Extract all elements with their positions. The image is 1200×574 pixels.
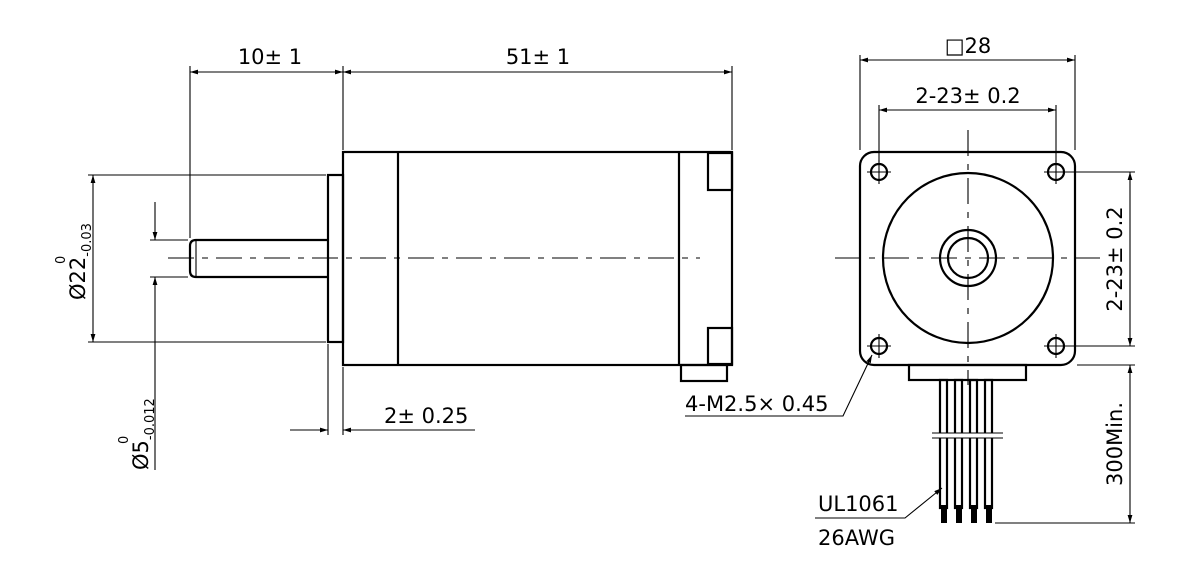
rear-tab — [679, 363, 729, 383]
side-view: 10± 1 51± 1 Ø22-0.03 0 Ø5-0.012 0 2± 0.2… — [54, 45, 734, 470]
body-length-dim: 51± 1 — [506, 45, 570, 69]
svg-text:Ø5-0.012: Ø5-0.012 — [129, 398, 158, 470]
front-view: □28 2-23± 0.2 2-23± 0.2 300Min. 4-M2.5× … — [685, 34, 1135, 550]
shaft-diameter-dim: Ø5-0.012 0 — [117, 398, 158, 470]
connector-bottom — [706, 326, 734, 366]
wire-type-label: UL1061 — [818, 492, 899, 516]
mount-holes-label: 4-M2.5× 0.45 — [685, 392, 828, 416]
svg-text:Ø22-0.03: Ø22-0.03 — [66, 223, 95, 300]
square-size-dim: □28 — [945, 34, 992, 58]
lead-wires — [930, 378, 1005, 523]
shaft — [188, 238, 328, 279]
flange-diameter-dim: Ø22-0.03 0 — [54, 223, 95, 300]
wire-gauge-label: 26AWG — [818, 526, 895, 550]
mount-holes — [867, 160, 1068, 358]
lead-exit-tab — [907, 363, 1028, 382]
hole-spacing-h-dim: 2-23± 0.2 — [915, 84, 1020, 108]
hole-spacing-v-dim: 2-23± 0.2 — [1103, 206, 1127, 311]
lead-length-dim: 300Min. — [1103, 402, 1127, 486]
svg-text:0: 0 — [117, 436, 132, 444]
connector-top — [706, 151, 734, 192]
flange-thickness-dim: 2± 0.25 — [384, 404, 468, 428]
shaft-length-dim: 10± 1 — [238, 45, 302, 69]
svg-text:0: 0 — [54, 256, 69, 264]
